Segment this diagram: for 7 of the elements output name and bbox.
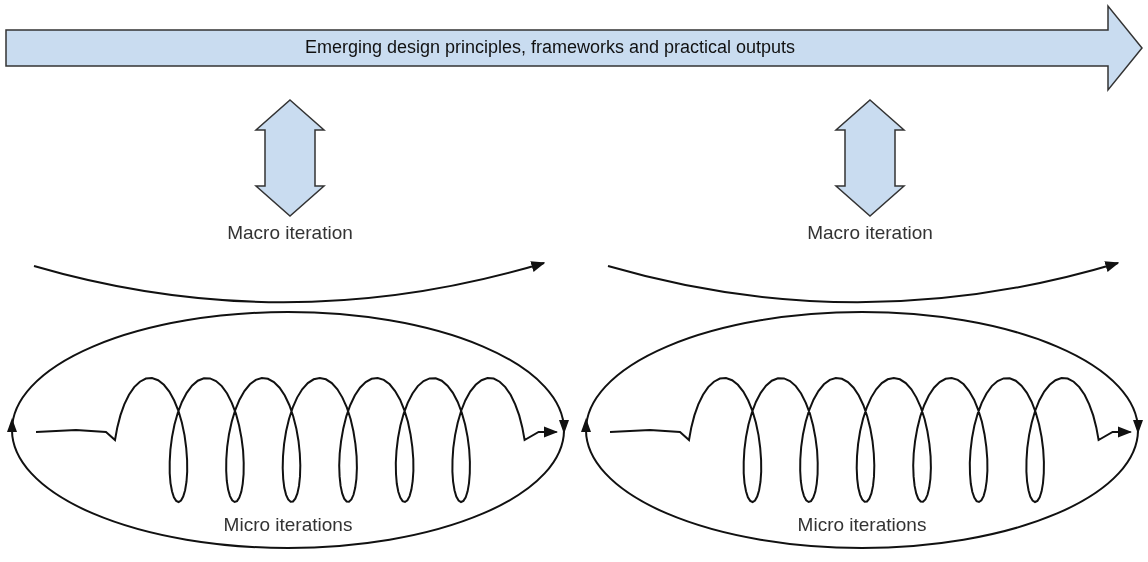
stage-label: Macro iteration [770, 222, 970, 244]
double-arrow [254, 99, 326, 217]
banner-text: Emerging design principles, frameworks and practical outputs [303, 37, 797, 58]
double-arrow [834, 99, 906, 217]
stage-label: Macro iteration [190, 222, 390, 244]
cycle-label: Micro iterations [796, 514, 928, 536]
cycle-label: Micro iterations [222, 514, 354, 536]
